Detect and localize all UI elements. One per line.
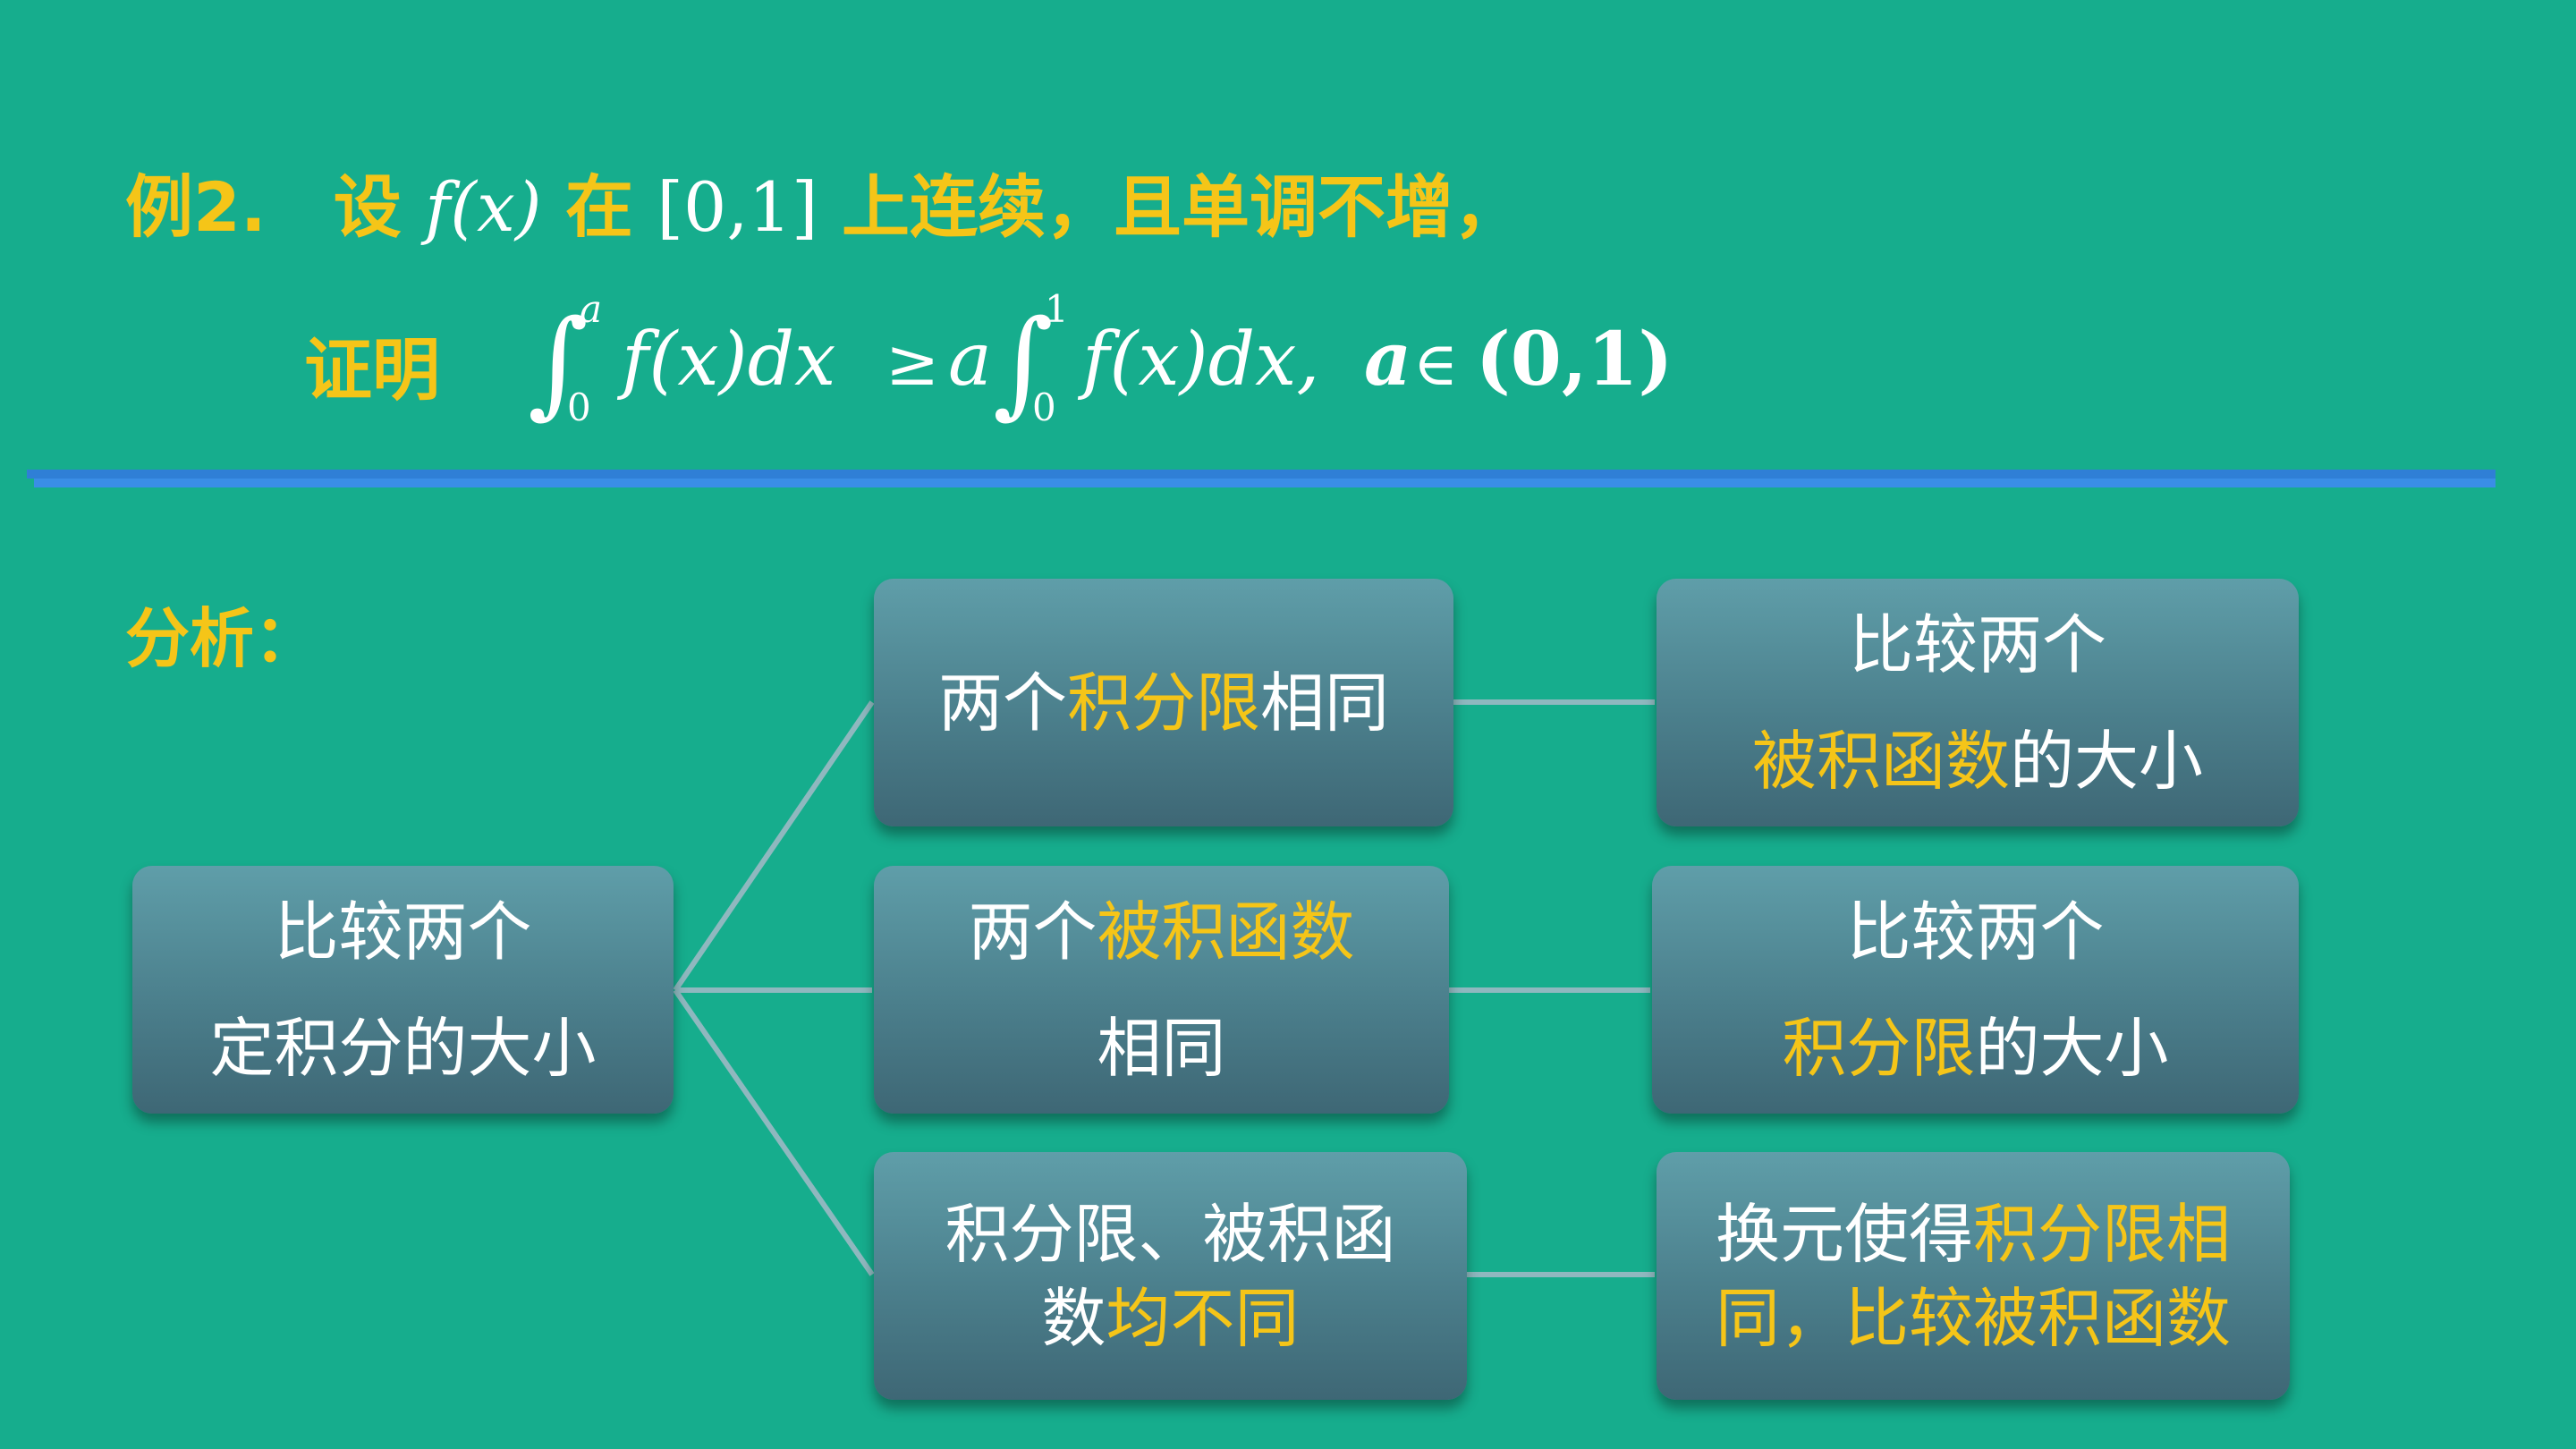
root-node: 比较两个 定积分的大小 — [132, 866, 674, 1114]
integral-sign-lhs: ∫ — [528, 294, 589, 430]
in-word: 在 — [564, 167, 633, 247]
range-interval: (0,1) — [1476, 317, 1673, 402]
middle-node-same-integrand: 两个被积函数 相同 — [874, 866, 1449, 1114]
condition-text: 上连续，且单调不增， — [842, 167, 1522, 247]
highlight-text: 积分限 — [1782, 1010, 1976, 1086]
problem-title: 例2. 设 f(x) 在 [0,1] 上连续，且单调不增， — [125, 152, 1521, 250]
middle-node-same-limits: 两个积分限相同 — [874, 579, 1453, 826]
connector-root-to-mid3 — [673, 988, 875, 1276]
plain-text: 两个 — [968, 894, 1097, 970]
rhs-lower-limit: 0 — [1032, 386, 1056, 429]
middle-node-1-text: 两个积分限相同 — [938, 671, 1389, 735]
example-label: 例2. — [125, 167, 267, 247]
highlight-text: 同，比较被积函数 — [1715, 1280, 2231, 1356]
plain-text: 两个 — [937, 665, 1067, 741]
lhs-upper-limit: a — [580, 287, 602, 331]
right-node-3-line-1: 换元使得积分限相 — [1716, 1202, 2231, 1267]
highlight-text: 积分限相 — [1973, 1196, 2232, 1272]
root-line-1: 比较两个 — [274, 894, 532, 970]
right-node-1-line-1: 比较两个 — [1849, 613, 2106, 677]
plain-text: 的大小 — [1975, 1010, 2169, 1086]
root-line-2: 定积分的大小 — [209, 1010, 597, 1086]
plain-text: 换元使得 — [1715, 1196, 1973, 1272]
right-node-3-line-2: 同，比较被积函数 — [1716, 1286, 2231, 1351]
rhs-upper-limit: 1 — [1045, 287, 1069, 331]
right-node-compare-integrands: 比较两个 被积函数的大小 — [1657, 579, 2299, 826]
lhs-integrand: f(x)dx — [616, 318, 835, 402]
highlight-text: 被积函数 — [1751, 723, 2010, 799]
middle-node-2-line-1: 两个被积函数 — [968, 900, 1354, 964]
right-node-compare-limits: 比较两个 积分限的大小 — [1652, 866, 2299, 1114]
interval: [0,1] — [657, 167, 818, 247]
highlight-text: 被积函数 — [1097, 894, 1355, 970]
lhs-lower-limit: 0 — [567, 386, 591, 429]
plain-text: 的大小 — [2010, 723, 2204, 799]
middle-node-3-line-1: 积分限、被积函 — [945, 1202, 1395, 1267]
right-node-2-line-1: 比较两个 — [1846, 900, 2104, 964]
prove-label: 证明 — [304, 330, 440, 410]
right-node-1-line-2: 被积函数的大小 — [1752, 729, 2203, 793]
right-node-substitution: 换元使得积分限相 同，比较被积函数 — [1657, 1152, 2290, 1400]
right-node-2-line-2: 积分限的大小 — [1782, 1016, 2168, 1080]
middle-node-3-line-2: 数均不同 — [1041, 1286, 1299, 1351]
middle-node-2-line-2: 相同 — [1097, 1016, 1225, 1080]
section-divider — [27, 470, 2496, 487]
analysis-label: 分析： — [125, 601, 319, 676]
plain-text: 相同 — [1260, 665, 1390, 741]
rhs-integrand: f(x)dx, — [1077, 318, 1319, 402]
highlight-text: 积分限 — [1066, 665, 1260, 741]
middle-node-both-differ: 积分限、被积函 数均不同 — [874, 1152, 1467, 1400]
function-fx: f(x) — [425, 167, 542, 247]
plain-text: 积分限、被积函 — [945, 1196, 1396, 1272]
plain-text: 相同 — [1097, 1010, 1226, 1086]
coefficient-a: a — [948, 318, 992, 402]
plain-text: 数 — [1041, 1280, 1106, 1356]
element-of-symbol: ∈ — [1413, 329, 1458, 400]
integral-sign-rhs: ∫ — [993, 294, 1054, 430]
plain-text: 比较两个 — [1846, 894, 2105, 970]
connector-root-to-mid1 — [673, 700, 875, 992]
highlight-text: 均不同 — [1106, 1280, 1300, 1356]
plain-text: 比较两个 — [1848, 606, 2106, 682]
set-word: 设 — [333, 167, 402, 247]
param-a: a — [1364, 317, 1411, 402]
inequality-formula: ∫ a 0 f(x)dx ≥ a ∫ 1 0 f(x)dx, a ∈ (0,1) — [528, 287, 1673, 430]
ge-symbol: ≥ — [886, 325, 939, 400]
